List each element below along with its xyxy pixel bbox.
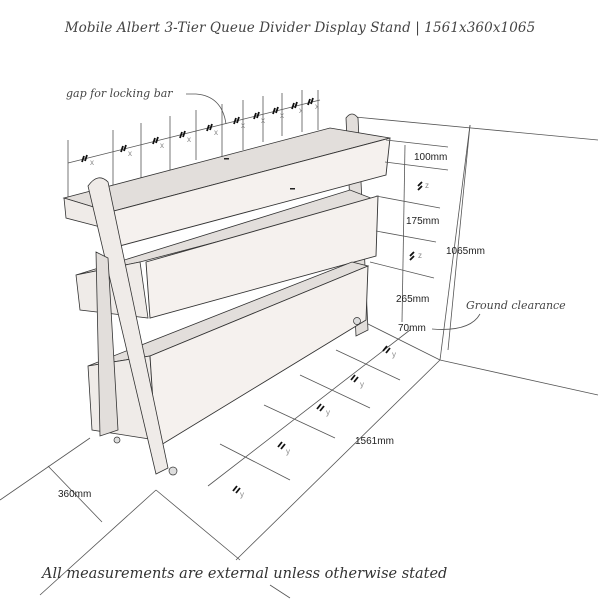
depth-dimension: 360mm	[0, 437, 291, 599]
svg-text:x: x	[299, 106, 303, 115]
svg-text:70mm: 70mm	[398, 323, 426, 334]
svg-text:y: y	[326, 408, 330, 417]
height-dimensions: z z 100mm 175mm 265mm 70mm 1065mm	[369, 124, 485, 351]
svg-text:Ground clearance: Ground clearance	[466, 299, 566, 312]
svg-text:x: x	[90, 158, 94, 167]
svg-text:y: y	[360, 380, 364, 389]
length-dimensions: y y y y y 1561mm	[155, 329, 441, 561]
drawing-title: Mobile Albert 3-Tier Queue Divider Displ…	[64, 20, 536, 36]
bottom-tier	[87, 261, 370, 449]
svg-text:z: z	[418, 251, 422, 260]
svg-text:175mm: 175mm	[406, 216, 439, 227]
locking-bar-gap-mark	[290, 188, 295, 190]
room-lines	[354, 116, 599, 396]
svg-text:100mm: 100mm	[414, 152, 447, 163]
svg-text:y: y	[286, 447, 290, 456]
front-upright	[87, 177, 169, 475]
gap-for-locking-bar-callout: gap for locking bar	[66, 87, 227, 125]
svg-text:x: x	[261, 116, 265, 125]
svg-text:x: x	[241, 121, 245, 130]
svg-text:z: z	[425, 181, 429, 190]
svg-text:265mm: 265mm	[396, 294, 429, 305]
measurement-note: All measurements are external unless oth…	[42, 566, 448, 582]
ground-clearance-callout: Ground clearance	[431, 299, 566, 330]
top-spacing-dimension: x x x x x x x x x x	[67, 90, 321, 200]
svg-text:x: x	[187, 135, 191, 144]
svg-text:1561mm: 1561mm	[355, 436, 394, 447]
svg-text:x: x	[280, 111, 284, 120]
svg-text:x: x	[128, 149, 132, 158]
svg-text:360mm: 360mm	[58, 489, 91, 500]
svg-text:y: y	[240, 490, 244, 499]
svg-text:gap for locking bar: gap for locking bar	[66, 87, 173, 100]
svg-text:1065mm: 1065mm	[446, 246, 485, 257]
middle-tier	[75, 189, 379, 319]
svg-text:x: x	[160, 141, 164, 150]
caster-wheels	[113, 317, 361, 476]
svg-text:x: x	[214, 128, 218, 137]
svg-text:x: x	[315, 102, 319, 111]
locking-bar-gap-mark	[224, 158, 229, 160]
svg-text:y: y	[392, 350, 396, 359]
